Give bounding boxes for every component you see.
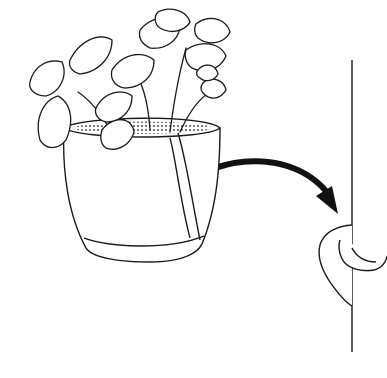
plant-icon (29, 8, 231, 150)
pot-icon (62, 117, 221, 263)
wall-hook-icon (318, 224, 387, 307)
